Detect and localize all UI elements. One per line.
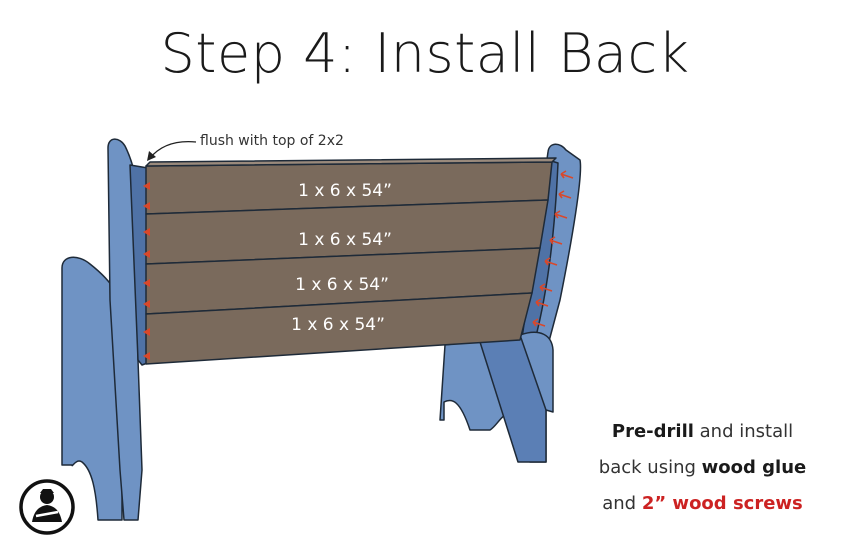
screw-arrow [143, 228, 150, 236]
woodworker-logo-icon [19, 479, 75, 535]
line2-rest: back using [598, 457, 702, 478]
left-front-arm [61, 256, 123, 521]
screw-arrow [143, 352, 150, 360]
screws-emphasis: 2” wood screws [641, 493, 803, 514]
screw-arrow [539, 283, 553, 292]
screw-arrow [560, 170, 574, 179]
screw-arrow [532, 318, 546, 327]
screw-arrow [143, 300, 150, 308]
screw-arrow [143, 202, 150, 210]
screw-arrow [549, 236, 563, 245]
screw-arrow [143, 250, 150, 258]
screw-arrow [143, 279, 150, 287]
instructions-text: Pre-drill and install back using wood gl… [585, 414, 820, 522]
board-label-2: 1 x 6 x 54” [298, 230, 392, 250]
flush-callout-label: flush with top of 2x2 [200, 133, 344, 149]
instructions-line-2: back using wood glue [585, 450, 820, 486]
right-screw-arrows [532, 170, 574, 327]
screw-arrow [143, 328, 150, 336]
instructions-line-1: Pre-drill and install [585, 414, 820, 450]
screw-arrow [143, 182, 150, 190]
board-top-edge [145, 157, 557, 167]
board-label-3: 1 x 6 x 54” [295, 275, 389, 295]
instructions-line-3: and 2” wood screws [585, 486, 820, 522]
callout-arrow [149, 140, 197, 159]
screw-arrow [558, 190, 572, 199]
left-screw-arrows [143, 182, 150, 360]
callout-arrowhead [147, 151, 156, 161]
wood-glue-emphasis: wood glue [701, 457, 807, 478]
screw-arrow [544, 257, 558, 266]
line1-rest: and install [693, 421, 794, 442]
screw-arrow [554, 210, 568, 219]
page-title: Step 4: Install Back [160, 22, 690, 85]
board-label-4: 1 x 6 x 54” [291, 315, 385, 335]
line3-rest: and [602, 493, 642, 514]
back-board-4 [145, 292, 533, 365]
predrill-emphasis: Pre-drill [611, 421, 694, 442]
screw-arrow [535, 298, 549, 307]
board-label-1: 1 x 6 x 54” [298, 181, 392, 201]
